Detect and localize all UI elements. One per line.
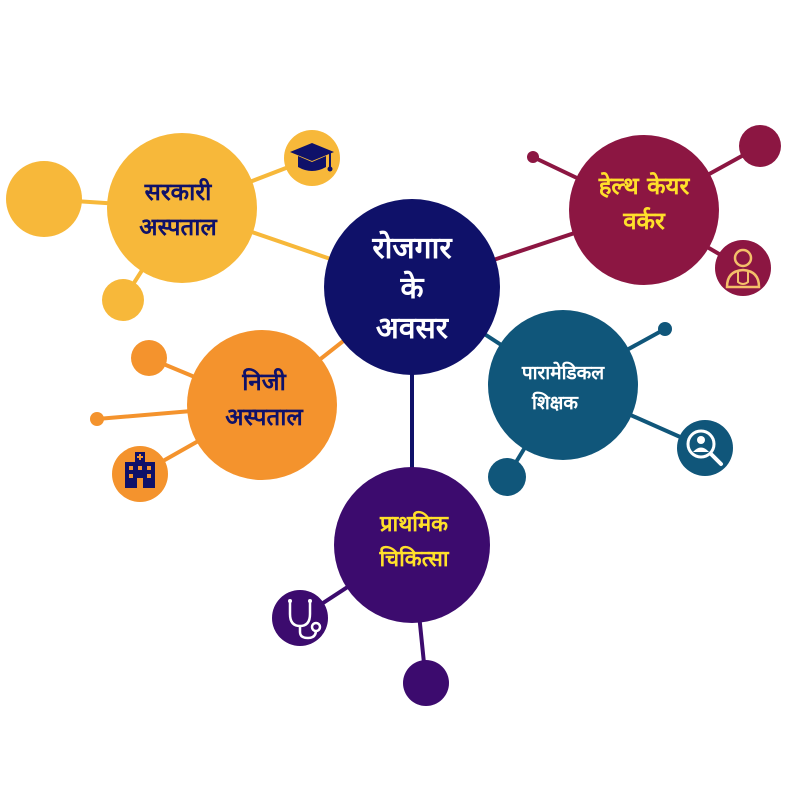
main-nodes — [107, 133, 719, 623]
center-label-line2: के — [399, 270, 424, 306]
node-paramedical — [488, 310, 638, 460]
center-label-line1: रोजगार — [371, 230, 453, 266]
doctor-icon — [715, 240, 771, 296]
private-dot-top — [131, 340, 167, 376]
node-private-hospital — [187, 330, 337, 480]
node-health-worker — [569, 135, 719, 285]
first-aid-label-line1: प्राथमिक — [379, 510, 449, 537]
private-dot-left — [90, 412, 104, 426]
private-hospital-label-line2: अस्पताल — [225, 403, 304, 431]
node-first-aid — [334, 467, 490, 623]
satellite-dots — [6, 125, 781, 706]
labels: रोजगार के अवसर सरकारी अस्पताल हेल्थ केयर… — [139, 172, 690, 572]
gov-hospital-label-line1: सरकारी — [144, 178, 213, 206]
graduation-cap-icon — [284, 130, 340, 186]
paramedical-dot-top — [658, 322, 672, 336]
gov-dot-left — [6, 161, 82, 237]
firstaid-dot-bottom — [403, 660, 449, 706]
node-gov-hospital — [107, 133, 257, 283]
paramedical-label-line1: पारामेडिकल — [521, 361, 605, 384]
private-hospital-label-line1: निजी — [241, 368, 286, 396]
health-worker-label-line2: वर्कर — [622, 207, 666, 235]
center-label-line3: अवसर — [376, 311, 450, 346]
gov-dot-bottom — [102, 279, 144, 321]
gov-hospital-label-line2: अस्पताल — [139, 213, 218, 241]
first-aid-label-line2: चिकित्सा — [378, 545, 449, 572]
paramedical-label-line2: शिक्षक — [531, 391, 579, 414]
node-center — [324, 199, 500, 375]
paramedical-dot-bottom — [488, 458, 526, 496]
hospital-building-icon — [112, 446, 168, 502]
health-worker-label-line1: हेल्थ केयर — [598, 172, 691, 200]
health-dot-left — [527, 151, 539, 163]
health-dot-right — [739, 125, 781, 167]
stethoscope-icon — [272, 590, 328, 646]
search-doctor-icon — [677, 420, 733, 476]
